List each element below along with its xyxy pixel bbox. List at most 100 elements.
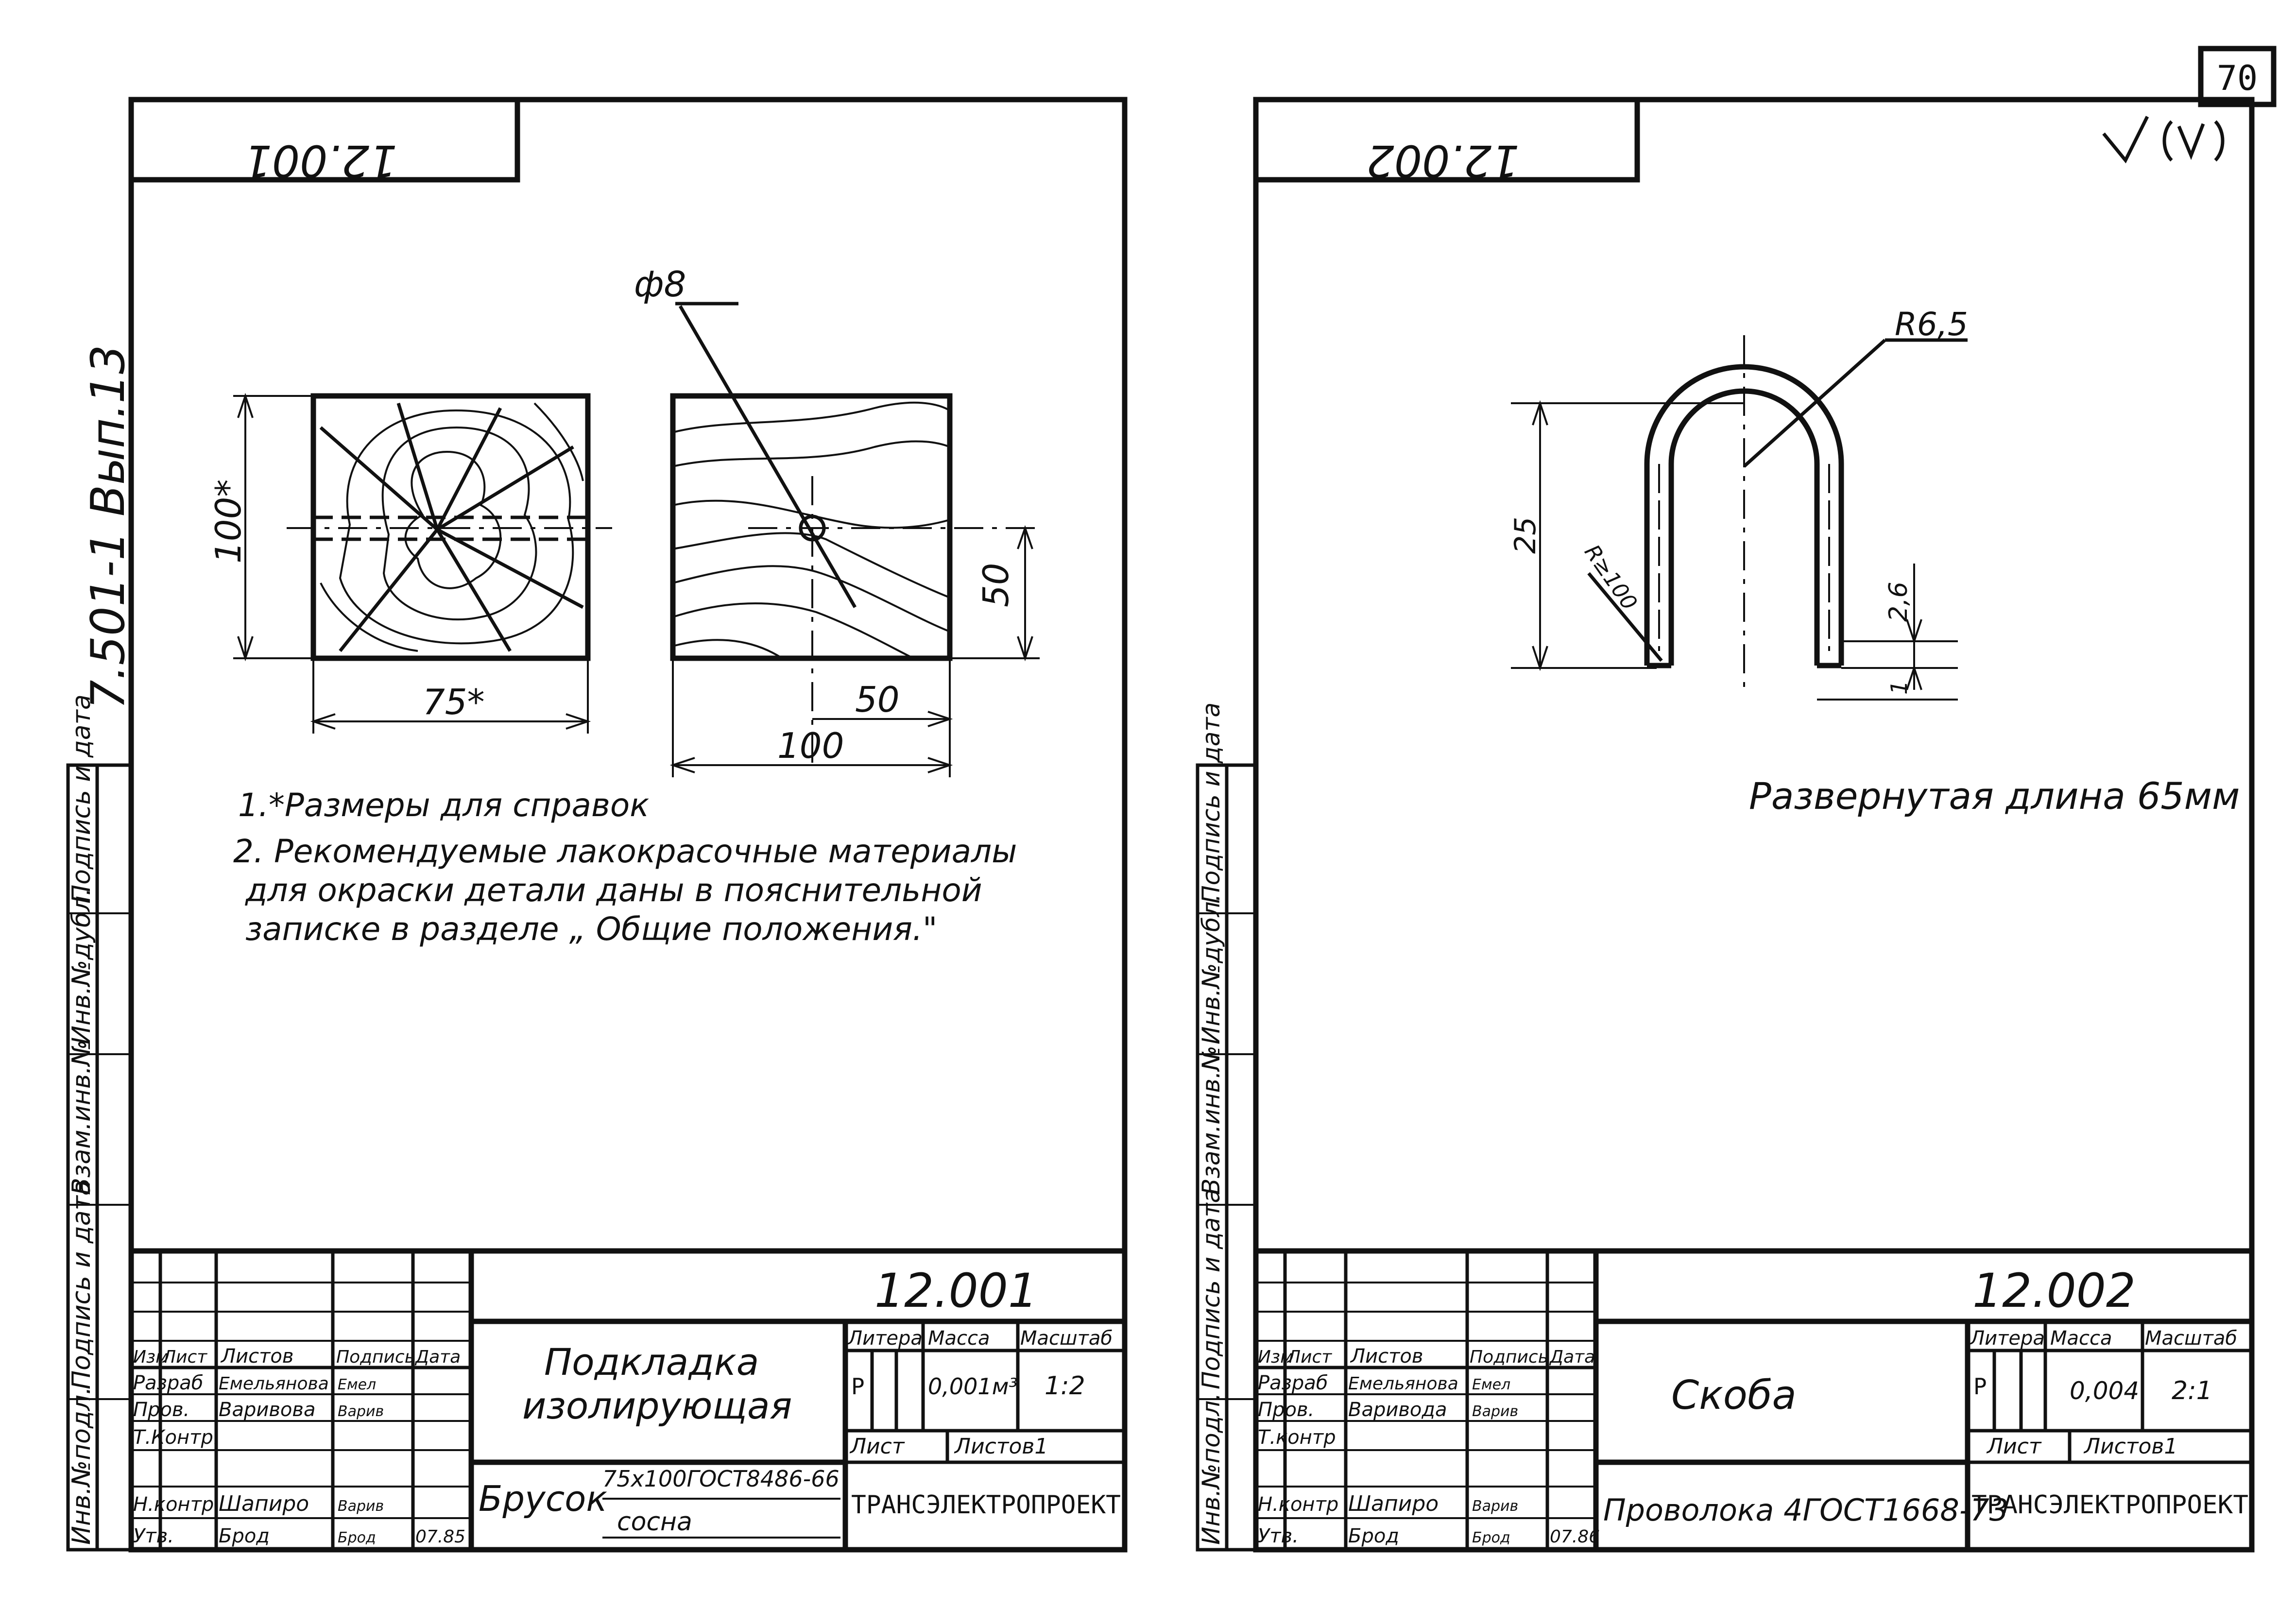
row-sign-4: Варив [338,1498,384,1515]
dim-75-ref: 75* [423,682,485,722]
page-number: 70 [2217,58,2258,98]
dim-50-vertical: 50 [976,563,1016,607]
left-title-block: Изм Лист Листов Подпись Дата Разраб Емел… [128,1248,1128,1553]
dim-100-ref: 100* [208,479,249,564]
right-material: Проволока 4ГОСТ1668-73 [1603,1492,2008,1528]
left-notes: 1.*Размеры для справок 2. Рекомендуемые … [233,787,1017,948]
right-massa: 0,004 [2070,1377,2139,1405]
r-row-sign-1: Емел [1472,1376,1510,1393]
left-block-side-view: ф8 50 50 100 [634,264,1040,777]
dim-diameter: ф8 [634,264,686,305]
row-role-4: Н.контр. [133,1493,220,1516]
row-name-5: Брод [219,1525,270,1547]
developed-length: Развернутая длина 65мм [1749,774,2240,818]
left-massa: 0,001м³ [928,1373,1018,1400]
r-row-date-5: 07.86 [1550,1527,1600,1547]
row-sign-2: Варив [338,1403,384,1420]
r-row-name-2: Варивода [1348,1399,1447,1421]
margin-label-1: Инв.№подл. [67,1386,96,1545]
r-row-sign-4: Варив [1472,1498,1518,1515]
r-row-sign-2: Варив [1472,1403,1518,1420]
r-hdr-litera: Литера [1969,1327,2045,1350]
right-masshtab: 2:1 [2172,1376,2212,1405]
r-hdr-list: Лист [1286,1347,1332,1367]
check-mark-icon [2102,116,2149,164]
r-row-sign-5: Брод [1472,1529,1510,1546]
hdr-izm: Изм [133,1347,169,1367]
note-4: записке в разделе „ Общие положения." [245,910,937,948]
right-company: ТРАНСЭЛЕКТРОПРОЕКТ [1971,1490,2248,1520]
hdr-data: Дата [414,1347,461,1367]
r-row-role-3: Т.контр [1258,1426,1336,1449]
right-listov: Листов1 [2083,1434,2177,1459]
dim-height: 25 [1508,517,1542,554]
r-hdr-masshtab: Масштаб [2145,1327,2237,1350]
r-row-name-5: Брод [1348,1525,1399,1547]
r-hdr-podpis: Подпись [1470,1347,1548,1367]
row-role-3: Т.Контр. [133,1426,220,1449]
hdr-list: Лист [162,1347,207,1367]
r-hdr-izm: Изм [1258,1347,1293,1367]
r-row-role-1: Разраб [1258,1372,1328,1394]
left-material-type: сосна [617,1507,692,1537]
left-part-name-2: изолирующая [522,1384,792,1427]
margin-label-4: Инв.№дубл. [67,888,96,1044]
r-hdr-listov: Листов [1350,1345,1423,1368]
row-role-5: Утв. [133,1525,174,1547]
right-mirrored-stamp: 12.002 [1367,135,1520,186]
left-doc-number: 12.001 [874,1264,1038,1318]
row-date-5: 07.85 [415,1527,465,1547]
dim-thickness: 2,6 [1884,582,1913,622]
right-doc-number: 12.002 [1972,1264,2136,1318]
row-name-4: Шапиро [219,1491,309,1516]
margin-label-3: Взам.инв.№ [67,1040,96,1195]
dim-radius-small: R≥100 [1579,540,1642,615]
row-sign-5: Брод [338,1529,376,1546]
hdr-podpis: Подпись [336,1347,415,1367]
right-margin-label-5: Подпись и дата [1197,702,1225,904]
dim-radius-outer: R6,5 [1895,306,1968,343]
margin-label-5: Подпись и дата [67,694,96,904]
hdr-listov: Листов [220,1345,293,1368]
dim-100-horizontal: 100 [777,725,844,766]
left-mirrored-stamp: 12.001 [244,135,397,186]
r-hdr-massa: Масса [2050,1327,2112,1350]
hdr-massa: Масса [928,1327,990,1350]
row-role-2: Пров. [133,1399,189,1421]
right-title-block: Изм Лист Листов Подпись Дата Разраб Емел… [1253,1248,2255,1553]
left-list: Лист [849,1434,905,1459]
left-company: ТРАНСЭЛЕКТРОПРОЕКТ [851,1490,1121,1520]
left-listov: Листов1 [954,1434,1048,1459]
row-role-1: Разраб [133,1372,203,1394]
right-margin-label-1: Инв.№подл. [1197,1393,1225,1545]
left-litera: Р [851,1373,865,1400]
margin-label-2: Подпись и дата [67,1180,96,1389]
row-name-2: Варивова [219,1399,315,1421]
right-list: Лист [1986,1434,2042,1459]
right-part-name: Скоба [1671,1372,1797,1419]
dim-bottom: 1 [1886,681,1912,695]
left-masshtab: 1:2 [1045,1371,1085,1401]
r-row-role-2: Пров. [1258,1399,1314,1421]
left-material-label: Брусок [479,1478,607,1519]
note-1: 1.*Размеры для справок [238,787,649,824]
staple-drawing: R6,5 25 R≥100 2,6 1 [1508,306,1968,701]
left-material-spec: 75x100ГОСТ8486-66 [602,1466,840,1492]
right-margin-label-2: Подпись и дата [1197,1188,1225,1389]
page-number-box: 70 [2198,46,2277,107]
r-row-name-4: Шапиро [1348,1491,1439,1516]
left-side-title: 7.501-1 Вып.13 [82,345,135,709]
row-sign-1: Емел [338,1376,376,1393]
right-margin-label-4: Инв.№дубл. [1197,894,1225,1044]
left-block-end-view: 100* 75* [208,393,612,734]
r-row-role-4: Н.контр [1258,1493,1338,1516]
row-name-1: Емельянова [219,1374,329,1394]
note-3: для окраски детали даны в пояснительной [245,872,982,909]
r-row-role-5: Утв. [1258,1525,1299,1547]
right-sheet: 12.002 Инв.№подл. Подпись и дата Взам.ин… [1196,97,2255,1553]
left-margin-labels: Инв.№подл. Подпись и дата Взам.инв.№ Инв… [67,694,131,1545]
left-part-name-1: Подкладка [544,1340,759,1384]
hdr-masshtab: Масштаб [1020,1327,1113,1350]
right-margin-label-3: Взам.инв.№ [1197,1045,1225,1195]
